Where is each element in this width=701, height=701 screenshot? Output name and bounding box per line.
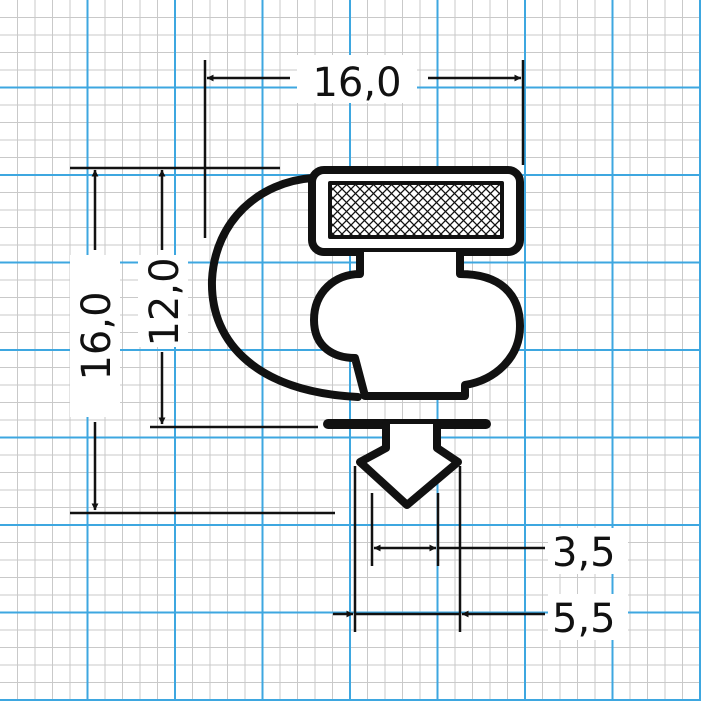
label-top-bg (297, 55, 417, 103)
dimension-lines (70, 60, 545, 632)
label-small-bg (548, 528, 628, 574)
bellows-loop (207, 174, 362, 401)
inner-chamber (310, 248, 524, 400)
magnet-core (328, 181, 504, 239)
label-top-width: 16,0 (312, 60, 401, 106)
label-left-inner-bg (138, 255, 188, 347)
label-right-small: 3,5 (552, 530, 616, 576)
label-left-inner-height: 12,0 (142, 257, 188, 346)
label-left-outer-height: 16,0 (74, 291, 120, 380)
label-right-large: 5,5 (552, 596, 616, 642)
label-left-outer-bg (70, 255, 120, 417)
gasket-profile (207, 166, 524, 509)
retaining-dart (356, 420, 462, 509)
dimension-labels: 16,0 16,0 12,0 3,5 5,5 (70, 55, 628, 642)
label-large-bg (548, 594, 628, 640)
